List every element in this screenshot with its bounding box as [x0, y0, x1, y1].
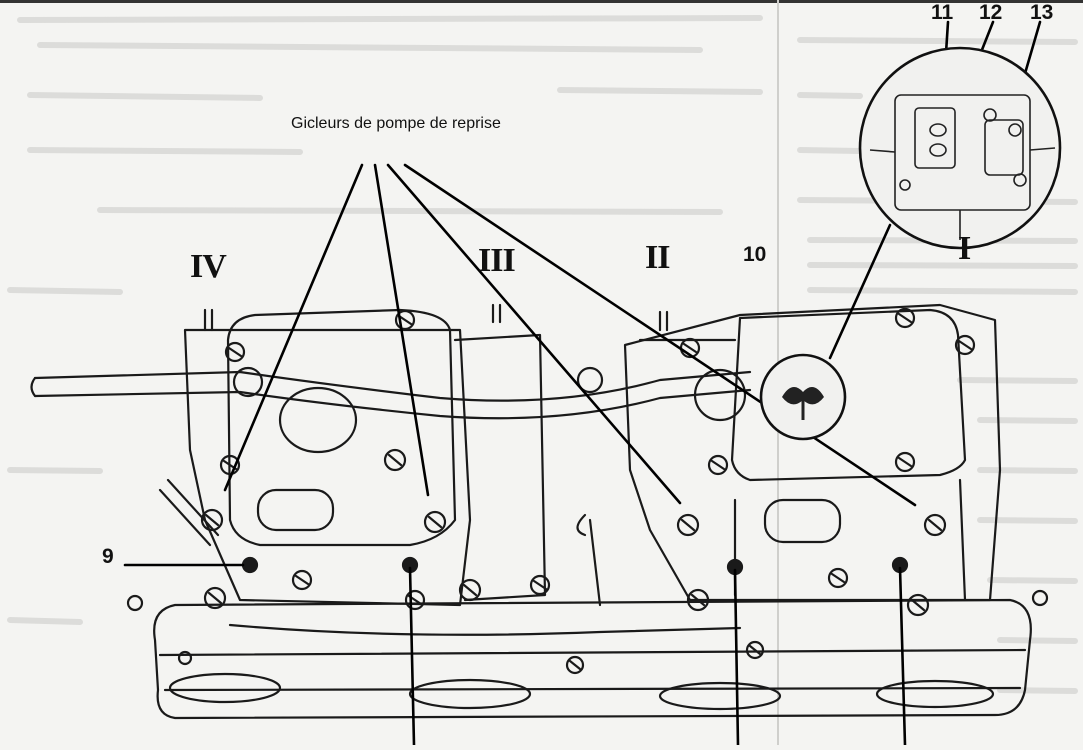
background-texture: [7, 15, 1078, 694]
intake-port: [658, 681, 782, 711]
carburetor-body-right: [623, 303, 1002, 602]
pump-jets-caption: Gicleurs de pompe de reprise: [291, 115, 501, 132]
callout-10: 10: [743, 243, 767, 266]
manifold-base: [158, 648, 1027, 692]
callout-13: 13: [1030, 1, 1054, 24]
callout-12: 12: [979, 1, 1003, 24]
inspection-window: [763, 498, 842, 544]
cylinder-label-i: I: [958, 230, 971, 267]
cylinder-label-ii: II: [645, 239, 670, 276]
carburetor-body-left: [183, 328, 472, 607]
banjo-fitting: [232, 366, 264, 398]
callout-9: 9: [102, 545, 114, 568]
cylinder-label-iii: III: [478, 242, 516, 279]
banjo-fitting: [576, 366, 604, 394]
leader-lines: [123, 20, 1042, 747]
cover-plug: [278, 386, 358, 454]
top-edge: [0, 0, 1083, 3]
intake-port: [168, 672, 282, 704]
cylinder-label-iv: IV: [190, 248, 227, 285]
float-bowl-cover-right: [730, 308, 967, 482]
manifold-flange: [153, 598, 1032, 720]
intake-port: [408, 678, 532, 710]
callout-11: 11: [931, 1, 954, 24]
throttle-linkage: [228, 623, 742, 636]
fuel-line-end: [30, 376, 37, 398]
fitting: [693, 368, 747, 422]
linkage-rod: [576, 513, 602, 607]
intake-port: [875, 679, 995, 709]
inset-magnifier: [858, 46, 1062, 250]
studs: [203, 303, 669, 332]
central-column: [453, 333, 547, 602]
float-bowl-cover-left: [226, 308, 457, 547]
fuel-line: [33, 370, 752, 420]
pump-jet-heads: [158, 478, 909, 576]
screws: [126, 307, 1049, 675]
inspection-window: [256, 488, 335, 532]
inset-10: [759, 353, 847, 441]
